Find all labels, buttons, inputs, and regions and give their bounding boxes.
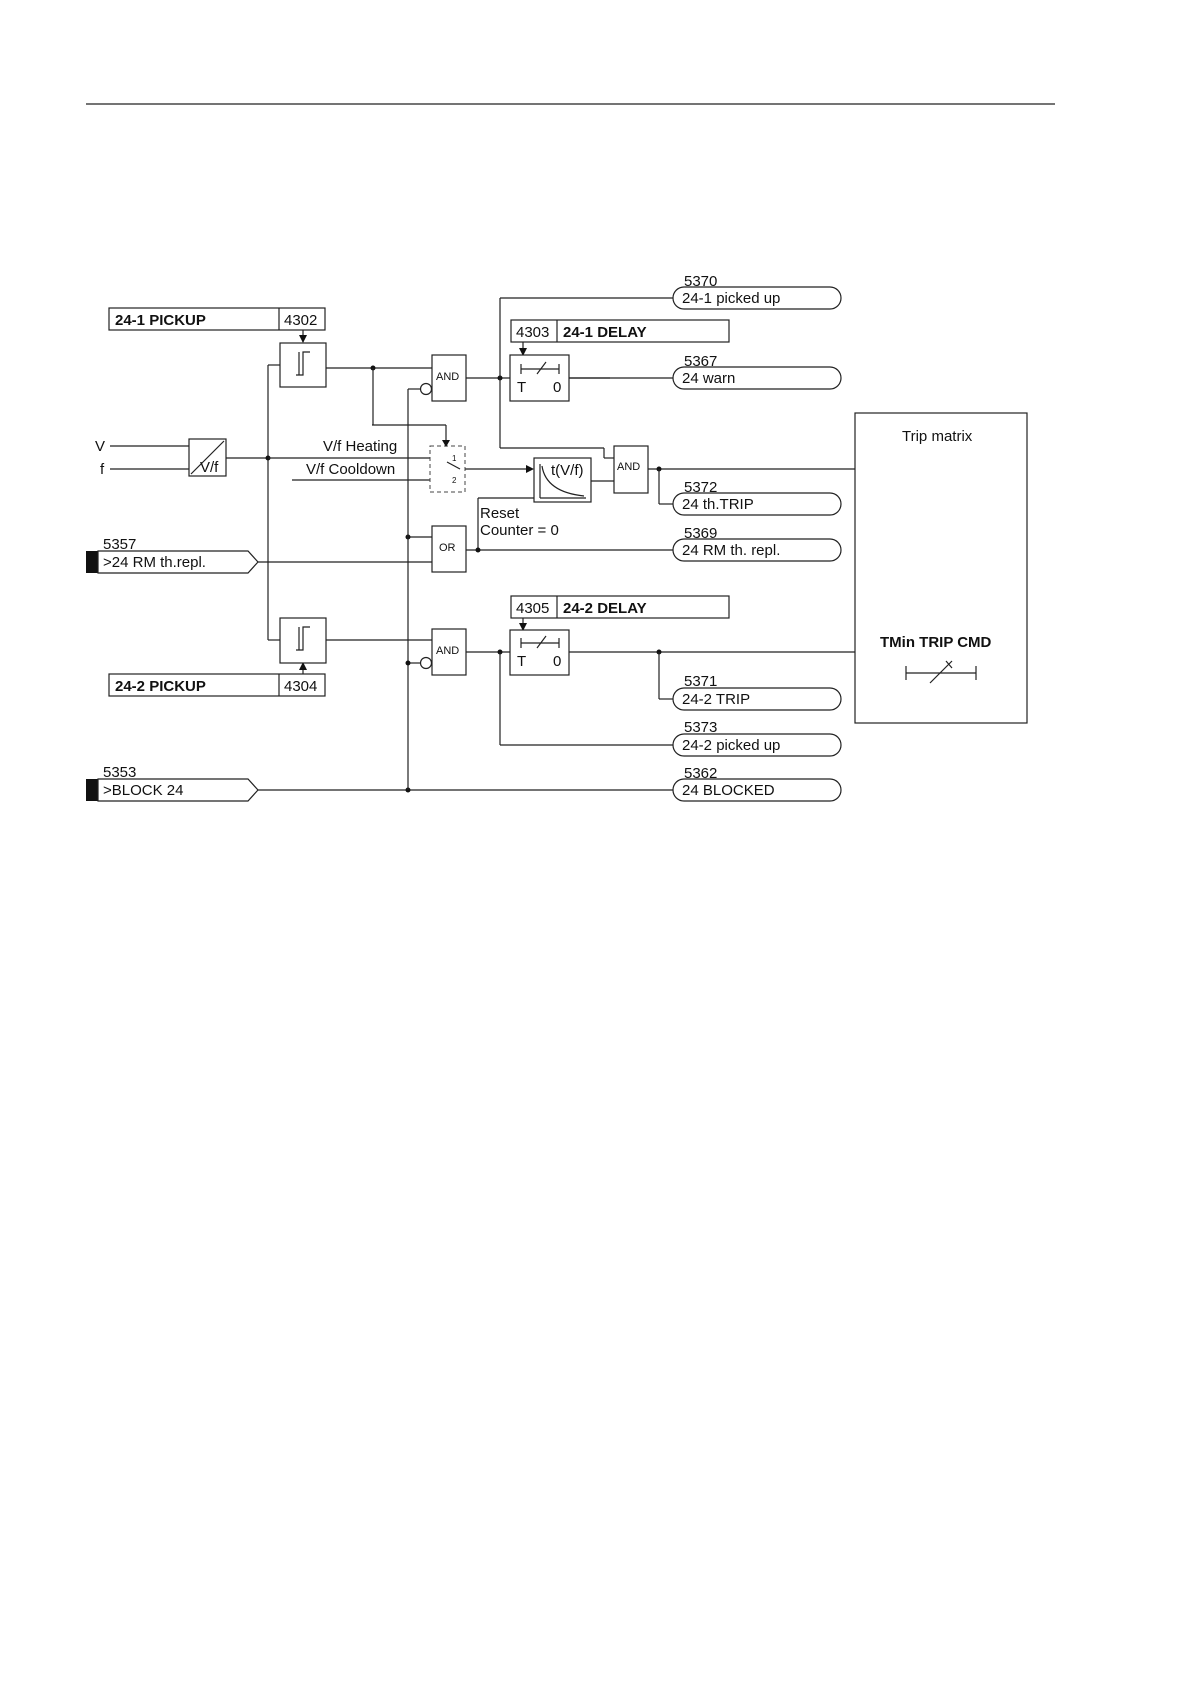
output-24-th-trip: 5372 24 th.TRIP <box>672 479 842 516</box>
output-24-warn: 5367 24 warn <box>672 353 842 390</box>
output-label: 24-2 TRIP <box>682 691 750 708</box>
pickup2-threshold-block <box>279 617 327 664</box>
delay2-address: 4305 <box>516 600 549 617</box>
pickup1-setting: 24-1 PICKUP 4302 <box>108 307 326 331</box>
output-label: 24 warn <box>682 370 735 387</box>
trip-matrix-title: Trip matrix <box>902 428 973 445</box>
output-24-2-picked-up: 5373 24-2 picked up <box>672 719 842 757</box>
switch-pos-1: 1 <box>452 454 457 463</box>
delay1-name: 24-1 DELAY <box>563 324 647 341</box>
output-number: 5373 <box>684 719 717 736</box>
output-number: 5371 <box>684 673 717 690</box>
delay1-timer: T 0 <box>509 354 570 402</box>
pickup1-name: 24-1 PICKUP <box>115 312 206 329</box>
and-gate-lower-label: AND <box>436 645 459 657</box>
output-number: 5370 <box>684 273 717 290</box>
reset-label: Reset <box>480 505 520 522</box>
switch-pos-2: 2 <box>452 476 457 485</box>
pickup2-setting: 24-2 PICKUP 4304 <box>108 673 326 697</box>
rm-input-label: >24 RM th.repl. <box>103 554 206 571</box>
delay2-t-label: T <box>517 653 526 670</box>
vf-heating-label: V/f Heating <box>323 438 397 455</box>
output-24-2-trip: 5371 24-2 TRIP <box>672 673 842 711</box>
output-label: 24 RM th. repl. <box>682 542 780 559</box>
and-gate-lower: AND <box>431 628 467 676</box>
vf-calculation-block: V/f <box>188 438 227 477</box>
output-label: 24-2 picked up <box>682 737 780 754</box>
output-24-blocked: 5362 24 BLOCKED <box>672 765 842 802</box>
output-number: 5367 <box>684 353 717 370</box>
output-label: 24 th.TRIP <box>682 496 754 513</box>
output-number: 5369 <box>684 525 717 542</box>
delay1-address: 4303 <box>516 324 549 341</box>
and-gate-thermal-label: AND <box>617 461 640 473</box>
f-input-label: f <box>100 461 105 478</box>
heating-cooldown-switch: 1 2 <box>429 445 466 493</box>
trip-command-symbol <box>905 660 977 684</box>
and-gate-upper-label: AND <box>436 371 459 383</box>
thermal-block-label: t(V/f) <box>551 462 584 479</box>
output-label: 24 BLOCKED <box>682 782 775 799</box>
output-label: 24-1 picked up <box>682 290 780 307</box>
trip-matrix: Trip matrix TMin TRIP CMD <box>854 412 1028 724</box>
output-24-rm-th-repl: 5369 24 RM th. repl. <box>672 525 842 562</box>
rm-input-number: 5357 <box>103 536 136 553</box>
pickup1-address: 4302 <box>284 312 317 329</box>
block-input-number: 5353 <box>103 764 136 781</box>
delay2-name: 24-2 DELAY <box>563 600 647 617</box>
vf-cooldown-label: V/f Cooldown <box>306 461 395 478</box>
v-input-label: V <box>95 438 105 455</box>
block-input-label: >BLOCK 24 <box>103 782 183 799</box>
delay1-zero-label: 0 <box>553 379 561 396</box>
delay2-setting: 4305 24-2 DELAY <box>510 595 730 619</box>
pickup2-address: 4304 <box>284 678 317 695</box>
and-gate-upper: AND <box>431 354 467 402</box>
or-gate: OR <box>431 525 467 573</box>
delay2-timer: T 0 <box>509 629 570 676</box>
pickup2-name: 24-2 PICKUP <box>115 678 206 695</box>
trip-command-label: TMin TRIP CMD <box>880 634 992 651</box>
vf-block-label: V/f <box>200 459 219 476</box>
delay1-t-label: T <box>517 379 526 396</box>
output-number: 5372 <box>684 479 717 496</box>
rm-input: 5357 >24 RM th.repl. <box>86 536 259 574</box>
delay2-zero-label: 0 <box>553 653 561 670</box>
delay1-setting: 4303 24-1 DELAY <box>510 319 730 343</box>
output-number: 5362 <box>684 765 717 782</box>
and-gate-thermal: AND <box>613 445 649 494</box>
or-gate-label: OR <box>439 542 456 554</box>
output-24-1-picked-up: 5370 24-1 picked up <box>672 273 842 310</box>
pickup1-threshold-block <box>279 342 327 388</box>
thermal-replica-block: t(V/f) <box>533 457 592 503</box>
block-input: 5353 >BLOCK 24 <box>86 764 259 802</box>
counter-label: Counter = 0 <box>480 522 559 539</box>
